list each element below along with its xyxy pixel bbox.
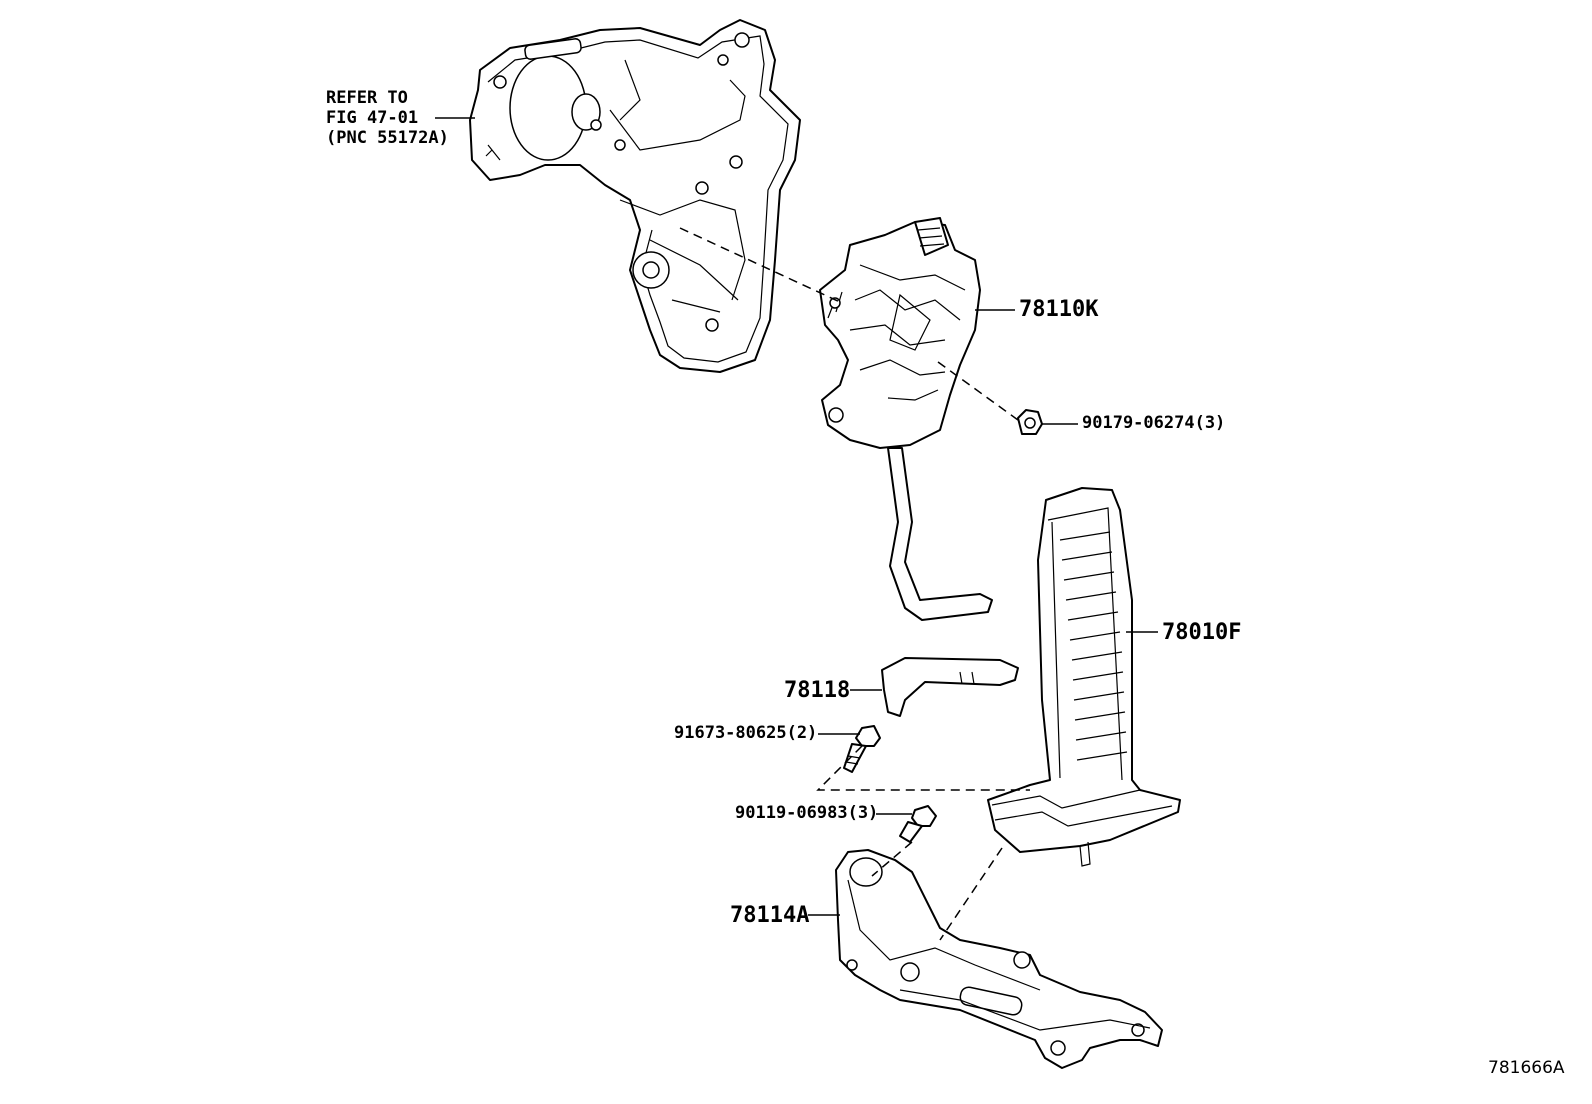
illustration-code: 781666A bbox=[1488, 1058, 1565, 1078]
bolt-a bbox=[843, 725, 881, 773]
installation-lines bbox=[679, 227, 1030, 941]
part-label-bolt-a: 91673-80625(2) bbox=[674, 723, 818, 743]
refer-note: REFER TO FIG 47-01 (PNC 55172A) bbox=[326, 88, 449, 148]
pedal-sensor-assembly bbox=[819, 217, 993, 621]
pedal-support-bracket bbox=[469, 19, 801, 373]
refer-note-line-3: (PNC 55172A) bbox=[326, 128, 449, 148]
accelerator-pedal bbox=[987, 487, 1181, 867]
pedal-cover bbox=[881, 657, 1019, 717]
lower-bracket bbox=[835, 849, 1163, 1069]
part-label-bracket: 78114A bbox=[730, 903, 810, 928]
part-label-pedal: 78010F bbox=[1162, 620, 1242, 645]
part-label-sensor: 78110K bbox=[1019, 297, 1099, 322]
refer-note-line-1: REFER TO bbox=[326, 88, 408, 108]
refer-note-line-2: FIG 47-01 bbox=[326, 108, 419, 128]
part-label-bolt-b: 90119-06983(3) bbox=[735, 803, 879, 823]
leader-lines bbox=[435, 117, 1158, 916]
bolt-b bbox=[899, 805, 937, 843]
nut bbox=[1017, 409, 1043, 435]
part-label-cover: 78118 bbox=[784, 678, 851, 703]
part-label-nut: 90179-06274(3) bbox=[1082, 413, 1226, 433]
